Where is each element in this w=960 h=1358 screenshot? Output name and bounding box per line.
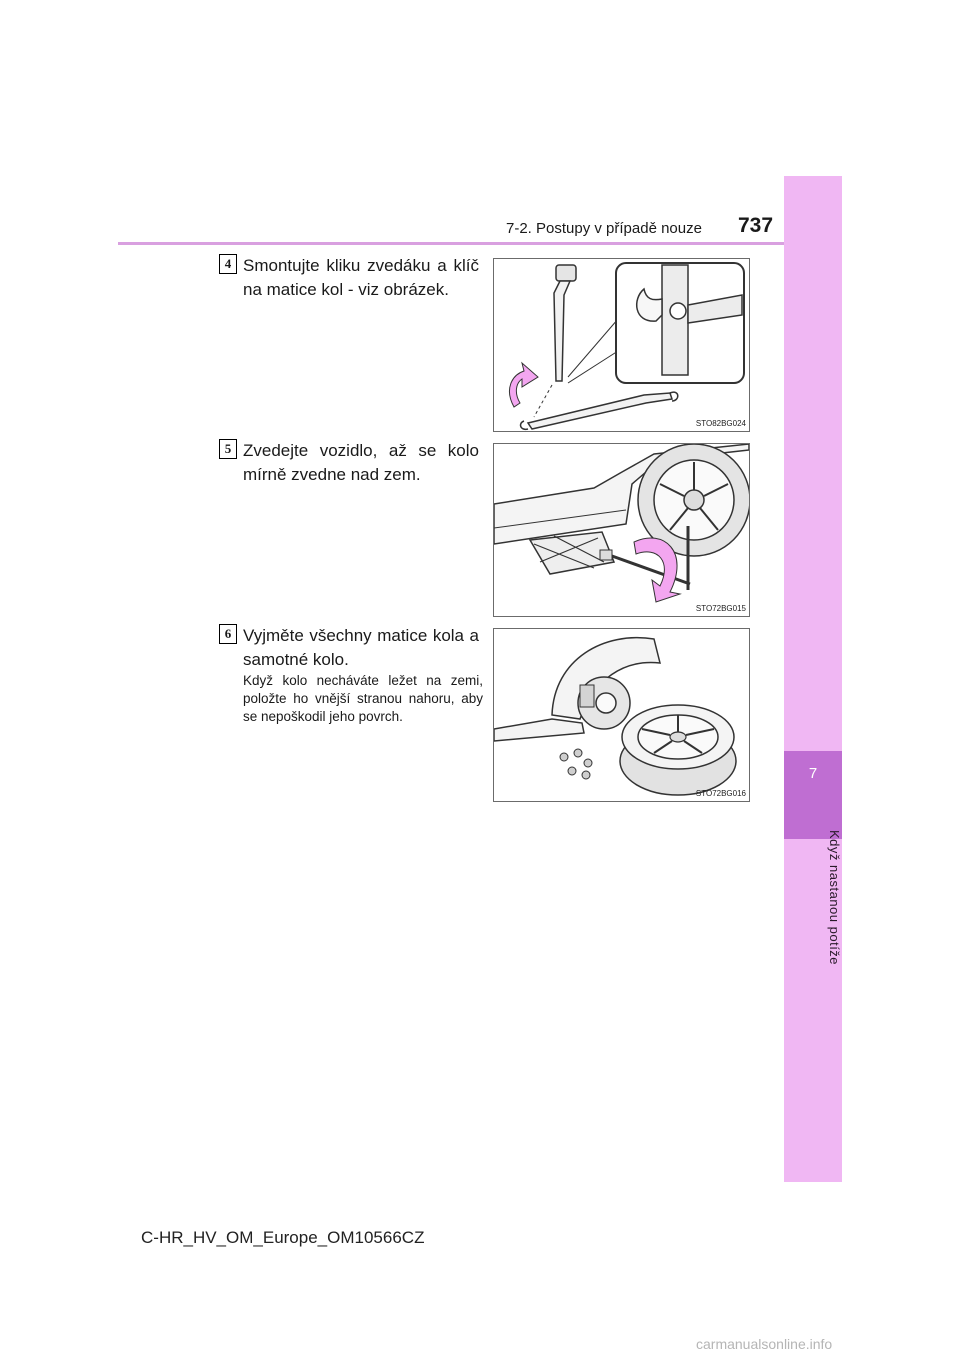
section-title: 7-2. Postupy v případě nouze [506,220,702,237]
figure-code: STO72BG016 [695,789,746,798]
figure-raise-vehicle: STO72BG015 [493,443,750,617]
chapter-side-tab [784,176,842,1182]
figure-code: STO82BG024 [695,419,746,428]
figure-remove-wheel: STO72BG016 [493,628,750,802]
step-badge-4: 4 [219,254,237,274]
header-rule [118,242,784,245]
chapter-title: Když nastanou potíže [784,818,842,978]
step-note-6: Když kolo necháváte ležet na zemi, polož… [243,673,483,724]
figure-jack-handle-assembly: STO82BG024 [493,258,750,432]
step-text-4: Smontujte kliku zvedáku a klíč na matice… [243,256,479,299]
chapter-tab-active[interactable] [784,751,842,839]
chapter-title-text: Když nastanou potíže [827,830,842,966]
raise-vehicle-illustration [494,444,749,603]
jack-handle-illustration [509,262,745,431]
step-text-6: Vyjměte všechny matice kola a samotné ko… [243,626,479,669]
step-text-5: Zvedejte vozidlo, až se kolo mírně zvedn… [243,441,479,484]
page-number: 737 [738,214,774,237]
watermark: carmanualsonline.info [696,1336,833,1352]
step-badge-6: 6 [219,624,237,644]
document-code: C-HR_HV_OM_Europe_OM10566CZ [141,1228,425,1247]
step-badge-5: 5 [219,439,237,459]
figure-code: STO72BG015 [695,604,746,613]
chapter-number: 7 [808,765,818,782]
remove-wheel-illustration [494,637,737,796]
